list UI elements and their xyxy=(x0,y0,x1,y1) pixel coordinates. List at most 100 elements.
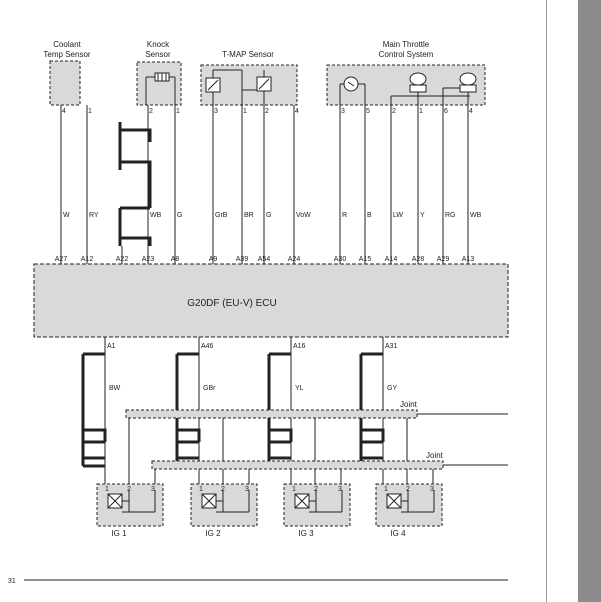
sensor-title-line2: Temp Sensor xyxy=(43,50,90,59)
ecu-pin: A24 xyxy=(288,256,301,263)
joint-bar-upper: Joint xyxy=(125,400,508,419)
connector-pin: 2 xyxy=(265,108,269,115)
shield-bracket xyxy=(118,122,152,246)
coil-pin: 2 xyxy=(314,486,318,493)
sensor-title-line2: Control System xyxy=(379,50,434,59)
wire-color: WB xyxy=(150,212,162,219)
coil-pin: 2 xyxy=(221,486,225,493)
connector-pin: 2 xyxy=(392,108,396,115)
position-sensor-icon xyxy=(442,72,477,105)
ecu-pin: A27 xyxy=(55,256,68,263)
coil-pin: 2 xyxy=(406,486,410,493)
connector-pin: 1 xyxy=(176,108,180,115)
wire-color: WB xyxy=(470,212,482,219)
coil-label: IG 1 xyxy=(111,529,127,538)
top-wire: 2G A54 xyxy=(258,105,271,264)
top-wire: 1G A8 xyxy=(171,105,182,264)
wire-color: VoW xyxy=(296,212,311,219)
coil-pin: 3 xyxy=(338,486,342,493)
knock-element-icon xyxy=(145,72,176,105)
sensor-title-line2: Sensor xyxy=(145,50,171,59)
wire-color: BR xyxy=(244,212,254,219)
top-wire: 2LW A14 xyxy=(385,105,403,264)
ecu-label: G20DF (EU-V) ECU xyxy=(187,298,276,309)
position-sensor-icon xyxy=(390,72,470,105)
main-throttle-control-system: Main Throttle Control System xyxy=(326,40,486,106)
motor-icon xyxy=(339,76,366,105)
coil-pin: 1 xyxy=(105,486,109,493)
connector-pin: 6 xyxy=(444,108,448,115)
wire-color: G xyxy=(177,212,182,219)
wire-color: LW xyxy=(393,212,403,219)
knock-sensor: Knock Sensor xyxy=(136,40,182,106)
ecu-pin: A29 xyxy=(437,256,450,263)
ecu-pin: A28 xyxy=(412,256,425,263)
wire-color: BW xyxy=(109,385,121,392)
top-wire: 1RY A12 xyxy=(81,105,99,264)
sensor-title-line1: Coolant xyxy=(53,40,81,49)
top-wire: A22 xyxy=(116,246,129,264)
ecu-pin: A16 xyxy=(293,343,306,350)
connector-pin: 1 xyxy=(243,108,247,115)
joint-label: Joint xyxy=(400,400,418,409)
connector-pin: 4 xyxy=(295,108,299,115)
connector-pin: 4 xyxy=(62,108,66,115)
wire-color: GY xyxy=(387,385,397,392)
ecu-pin: A12 xyxy=(81,256,94,263)
ignition-coil: 1 2 3 IG 4 xyxy=(375,483,443,538)
ecu-pin: A13 xyxy=(462,256,475,263)
coil-pin: 1 xyxy=(384,486,388,493)
ecu-pin: A9 xyxy=(209,256,218,263)
ecu-pin: A23 xyxy=(142,256,155,263)
ecu-pin: A39 xyxy=(236,256,249,263)
ecu-pin: A22 xyxy=(116,256,129,263)
coil-pin: 3 xyxy=(430,486,434,493)
ecu-pin: A8 xyxy=(171,256,180,263)
wire-color: YL xyxy=(295,385,304,392)
coolant-temp-sensor: Coolant Temp Sensor xyxy=(43,40,91,106)
ecu-pin: A54 xyxy=(258,256,271,263)
shield-bracket xyxy=(81,352,107,468)
joint-bar-lower: Joint xyxy=(151,451,508,470)
ecu-pin: A31 xyxy=(385,343,398,350)
resistor-icon xyxy=(241,70,272,105)
coil-pin: 3 xyxy=(151,486,155,493)
sensor-title-line1: Knock xyxy=(147,40,170,49)
top-wire: 5B A15 xyxy=(359,105,372,264)
coil-pin: 3 xyxy=(245,486,249,493)
coil-label: IG 4 xyxy=(390,529,406,538)
top-wire: 4WB A13 xyxy=(462,105,482,264)
wire-color: B xyxy=(367,212,372,219)
page-number: 31 xyxy=(8,578,16,585)
resistor-icon xyxy=(205,69,242,105)
connector-pin: 3 xyxy=(214,108,218,115)
connector-pin: 4 xyxy=(469,108,473,115)
wire-color: W xyxy=(63,212,70,219)
connector-pin: 5 xyxy=(366,108,370,115)
wire-color: RY xyxy=(89,212,99,219)
ecu-pin: A15 xyxy=(359,256,372,263)
tmap-sensor: T-MAP Sensor xyxy=(200,50,298,106)
page-side-tab xyxy=(578,0,601,602)
joint-label: Joint xyxy=(426,451,444,460)
wire-color: GBr xyxy=(203,385,216,392)
sensor-title-line1: Main Throttle xyxy=(383,40,430,49)
ecu-pin: A14 xyxy=(385,256,398,263)
connector-pin: 1 xyxy=(419,108,423,115)
connector-pin: 1 xyxy=(88,108,92,115)
sensor-title-line1: T-MAP Sensor xyxy=(222,50,274,59)
coil-label: IG 3 xyxy=(298,529,314,538)
connector-pin: 3 xyxy=(341,108,345,115)
wire-color: G xyxy=(266,212,271,219)
